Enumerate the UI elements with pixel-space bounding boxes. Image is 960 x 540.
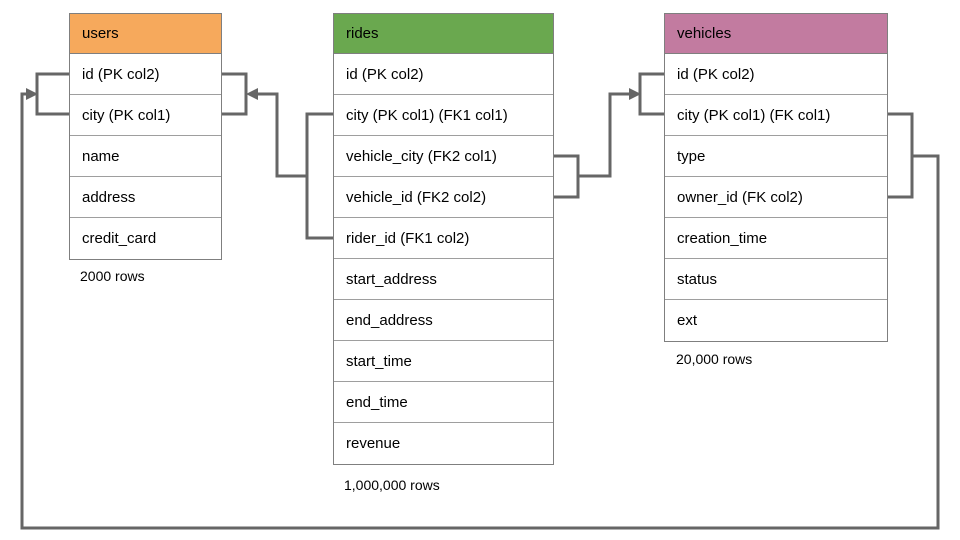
table-users: users id (PK col2) city (PK col1) name a…	[69, 13, 222, 260]
table-vehicles-column: type	[665, 136, 887, 177]
table-vehicles-column: city (PK col1) (FK col1)	[665, 95, 887, 136]
users-right-bracket	[222, 72, 248, 116]
table-rides-column: vehicle_city (FK2 col1)	[334, 136, 553, 177]
arrow-head-icon	[629, 88, 641, 100]
arrow-head-icon	[246, 88, 258, 100]
fk-vehicles-to-users-connector	[20, 72, 940, 530]
vehicles-left-bracket	[638, 72, 664, 116]
table-rides-column: vehicle_id (FK2 col2)	[334, 177, 553, 218]
table-vehicles-column: owner_id (FK col2)	[665, 177, 887, 218]
table-rides-column: rider_id (FK1 col2)	[334, 218, 553, 259]
table-rides-rowcount: 1,000,000 rows	[344, 477, 440, 493]
table-rides-column: start_time	[334, 341, 553, 382]
table-rides-header: rides	[334, 14, 553, 54]
rides-right-bracket	[554, 154, 580, 199]
table-rides-column: city (PK col1) (FK1 col1)	[334, 95, 553, 136]
table-users-column: id (PK col2)	[70, 54, 221, 95]
vehicles-right-bracket	[888, 112, 914, 199]
table-rides-column: id (PK col2)	[334, 54, 553, 95]
table-users-column: name	[70, 136, 221, 177]
table-vehicles-rowcount: 20,000 rows	[676, 351, 753, 367]
table-vehicles: vehicles id (PK col2) city (PK col1) (FK…	[664, 13, 888, 342]
vehicles-to-users-stem	[20, 92, 940, 530]
table-rides-column: end_time	[334, 382, 553, 423]
table-users-column: credit_card	[70, 218, 221, 259]
table-users-column: city (PK col1)	[70, 95, 221, 136]
table-rides-column: revenue	[334, 423, 553, 464]
users-left-bracket	[35, 72, 69, 116]
table-vehicles-column: id (PK col2)	[665, 54, 887, 95]
table-vehicles-header: vehicles	[665, 14, 887, 54]
table-rides-column: start_address	[334, 259, 553, 300]
rides-left-bracket	[305, 112, 333, 240]
table-vehicles-column: ext	[665, 300, 887, 341]
table-rides: rides id (PK col2) city (PK col1) (FK1 c…	[333, 13, 554, 465]
fk-rides-to-vehicles-connector	[554, 72, 664, 199]
rides-to-vehicles-stem	[578, 92, 629, 178]
fk-rides-to-users-connector	[222, 72, 333, 240]
table-rides-column: end_address	[334, 300, 553, 341]
table-vehicles-column: status	[665, 259, 887, 300]
arrow-head-icon	[26, 88, 38, 100]
rides-to-users-stem	[258, 92, 307, 178]
table-vehicles-column: creation_time	[665, 218, 887, 259]
table-users-header: users	[70, 14, 221, 54]
table-users-column: address	[70, 177, 221, 218]
table-users-rowcount: 2000 rows	[80, 268, 145, 284]
